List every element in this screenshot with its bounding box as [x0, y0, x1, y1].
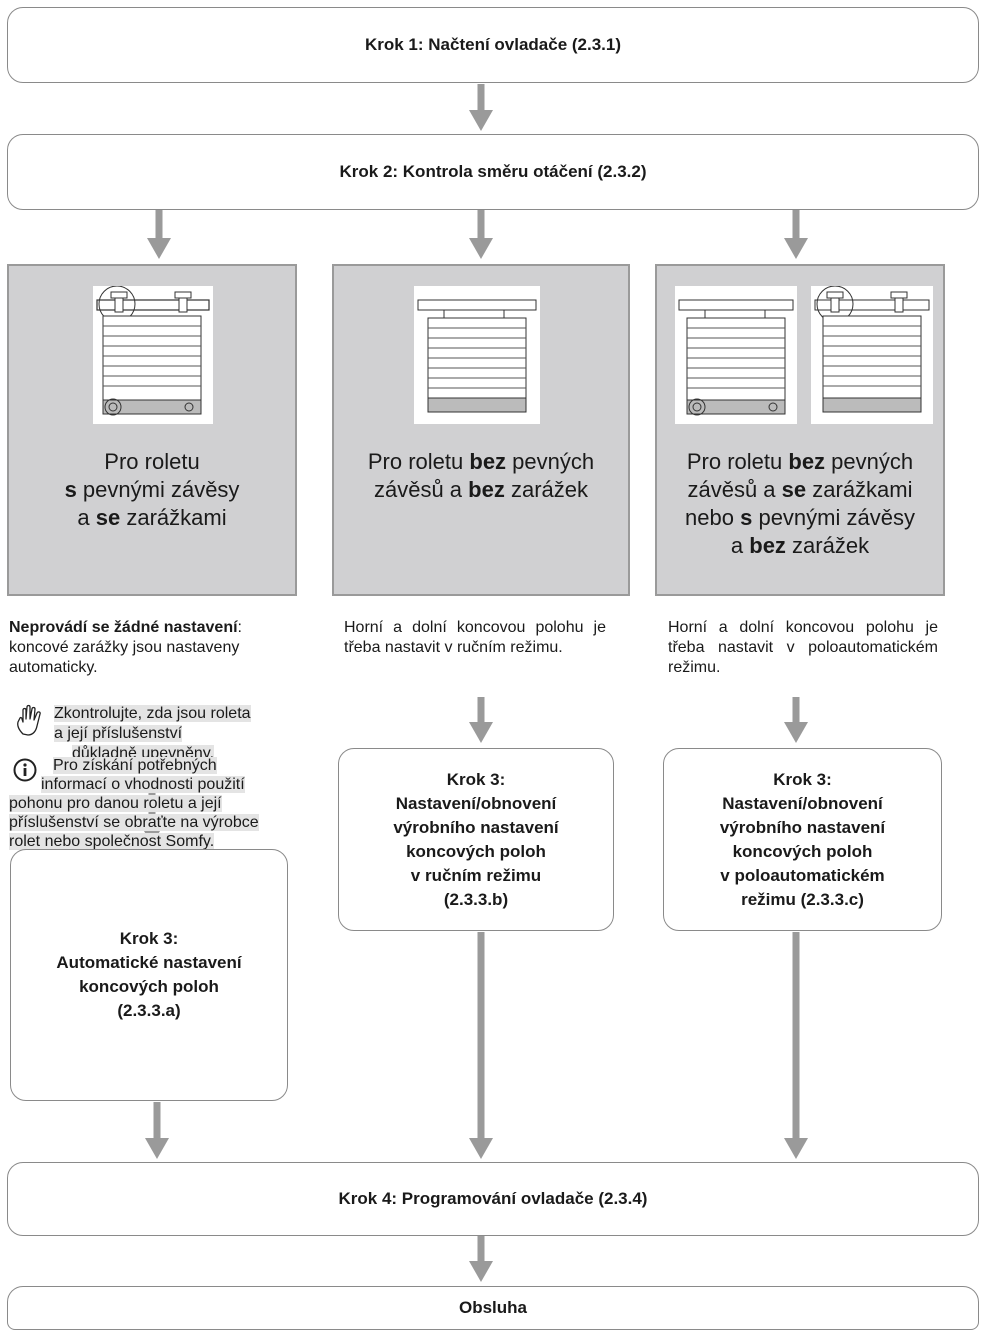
step3a-line3: koncových poloh [79, 977, 219, 996]
step3a-line2: Automatické nastavení [56, 953, 242, 972]
info-note-line3: pohonu pro danou roletu a její [9, 795, 222, 812]
hand-note: Zkontrolujte, zda jsou roleta a její pří… [54, 704, 296, 764]
step2-box: Krok 2: Kontrola směru otáčení (2.3.2) [7, 134, 979, 210]
info-note-line1: Pro získání potřebných [53, 757, 217, 774]
operation-box: Obsluha [7, 1286, 979, 1330]
step3b-line1: Krok 3: [446, 769, 506, 789]
right-description: Horní a dolní koncovou polohu je třeba n… [668, 619, 938, 676]
left-description: Neprovádí se žádné nastavení: koncové za… [9, 618, 293, 678]
middle-description: Horní a dolní koncovou polohu je třeba n… [344, 619, 606, 656]
info-note-line4: příslušenství se obraťte na výrobce [9, 814, 259, 831]
step3c-line5: v poloautomatickém [720, 865, 885, 885]
info-note: Pro získání potřebných informací o vhodn… [9, 756, 299, 851]
step3a-line4: (2.3.3.a) [117, 1001, 181, 1020]
step4-box: Krok 4: Programování ovladače (2.3.4) [7, 1162, 979, 1236]
info-icon [13, 758, 37, 782]
middle-caption-line1: Pro roletu bez pevných [367, 449, 595, 474]
left-caption-line1: Pro roletu [104, 449, 200, 474]
step3c-line4: koncových poloh [732, 841, 873, 861]
info-note-line5: rolet nebo společnost Somfy. [9, 833, 215, 850]
step3b-line6: (2.3.3.b) [443, 889, 509, 909]
shutter-illustration [414, 286, 540, 424]
step3b-box: Krok 3: Nastavení/obnovení výrobního nas… [338, 748, 614, 931]
hand-icon [14, 704, 46, 738]
step1-label: Krok 1: Načtení ovladače (2.3.1) [364, 35, 622, 54]
hand-note-line1: Zkontrolujte, zda jsou roleta [54, 705, 251, 722]
middle-caption-line2: závěsů a bez zarážek [373, 477, 588, 502]
shutter-illustration [93, 285, 213, 424]
right-caption-line3: nebo s pevnými závěsy [685, 505, 915, 530]
step3c-line6: režimu (2.3.3.c) [741, 889, 864, 909]
step3c-box: Krok 3: Nastavení/obnovení výrobního nas… [663, 748, 942, 931]
shutter-illustration [675, 286, 797, 424]
right-caption-line4: a bez zarážek [730, 533, 870, 558]
step3a-line1: Krok 3: [119, 929, 179, 948]
step3c-line3: výrobního nastavení [719, 817, 886, 837]
hand-note-line2: a její příslušenství [54, 725, 183, 742]
panel-middle: Pro roletu bez pevných závěsů a bez zará… [332, 264, 630, 596]
right-caption-line2: závěsů a se zarážkami [687, 477, 913, 502]
info-note-line2: informací o vhodnosti použití [41, 776, 245, 793]
step4-label: Krok 4: Programování ovladače (2.3.4) [338, 1189, 648, 1208]
step3c-line1: Krok 3: [773, 769, 832, 789]
step3b-line4: koncových poloh [406, 841, 546, 861]
step3b-line3: výrobního nastavení [393, 817, 559, 837]
left-caption-line2: s pevnými závěsy [64, 477, 240, 502]
step3c-line2: Nastavení/obnovení [722, 793, 883, 813]
shutter-illustration [811, 285, 933, 424]
right-caption-line1: Pro roletu bez pevných [686, 449, 914, 474]
step1-box: Krok 1: Načtení ovladače (2.3.1) [7, 7, 979, 83]
left-desc-bold: Neprovádí se žádné nastavení [9, 619, 238, 636]
panel-left: Pro roletu s pevnými závěsy a se zarážka… [7, 264, 297, 596]
left-caption-line3: a se zarážkami [77, 505, 227, 530]
operation-label: Obsluha [458, 1298, 527, 1317]
left-desc-text: : koncové zarážky jsou nastaveny automat… [9, 619, 242, 676]
step3a-box: Krok 3: Automatické nastavení koncových … [10, 849, 288, 1101]
step3b-line2: Nastavení/obnovení [395, 793, 557, 813]
panel-right: Pro roletu bez pevných závěsů a se zaráž… [655, 264, 945, 596]
step3b-line5: v ručním režimu [410, 865, 542, 885]
step2-label: Krok 2: Kontrola směru otáčení (2.3.2) [339, 162, 647, 181]
